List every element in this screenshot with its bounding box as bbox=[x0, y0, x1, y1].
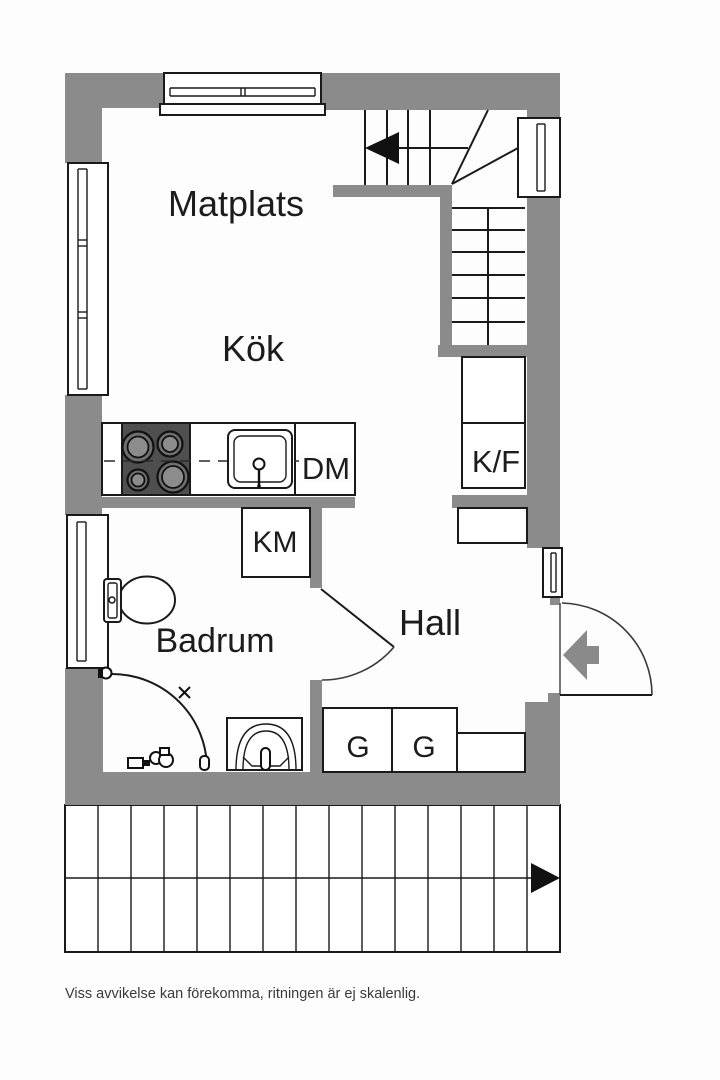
terrace-direction-arrow-icon bbox=[531, 863, 560, 893]
staircase bbox=[364, 109, 525, 345]
window-top-dining bbox=[159, 72, 326, 116]
label-fridge-freezer: K/F bbox=[472, 444, 520, 479]
shower bbox=[98, 666, 210, 771]
label-wardrobe-1: G bbox=[346, 731, 369, 764]
window-entrance-sidelight bbox=[542, 547, 563, 598]
disclaimer-text: Viss avvikelse kan förekomma, ritningen … bbox=[65, 986, 421, 1002]
kitchen-sink bbox=[227, 429, 293, 489]
hall-cabinet bbox=[457, 507, 528, 544]
window-stairs bbox=[517, 117, 561, 198]
cabinet-tall bbox=[461, 356, 526, 424]
label-wardrobe-2: G bbox=[412, 731, 435, 764]
toilet bbox=[103, 575, 176, 625]
wardrobe-2 bbox=[391, 707, 458, 773]
label-bathroom: Badrum bbox=[155, 622, 274, 660]
washing-machine bbox=[241, 507, 311, 578]
label-washing-machine: KM bbox=[253, 526, 298, 559]
label-kitchen: Kök bbox=[222, 328, 285, 369]
bathroom-door bbox=[320, 588, 395, 681]
fridge-freezer bbox=[461, 422, 526, 489]
terrace-steps bbox=[64, 804, 561, 953]
dm-label-mask bbox=[299, 452, 353, 482]
entrance-door bbox=[559, 602, 653, 696]
stair-direction-arrow-icon bbox=[365, 132, 399, 164]
window-left-dining bbox=[67, 162, 109, 396]
label-hall: Hall bbox=[399, 602, 461, 643]
kitchen-counter bbox=[101, 422, 356, 496]
bathroom-sink bbox=[226, 717, 303, 771]
entrance-arrow-icon bbox=[563, 630, 599, 680]
shower-mixer-icon bbox=[127, 747, 174, 769]
stove bbox=[121, 422, 191, 496]
walls bbox=[65, 73, 560, 805]
label-dining: Matplats bbox=[168, 183, 304, 224]
window-left-bathroom bbox=[66, 514, 109, 669]
label-dishwasher: DM bbox=[302, 451, 350, 486]
hall-bench bbox=[456, 732, 526, 773]
